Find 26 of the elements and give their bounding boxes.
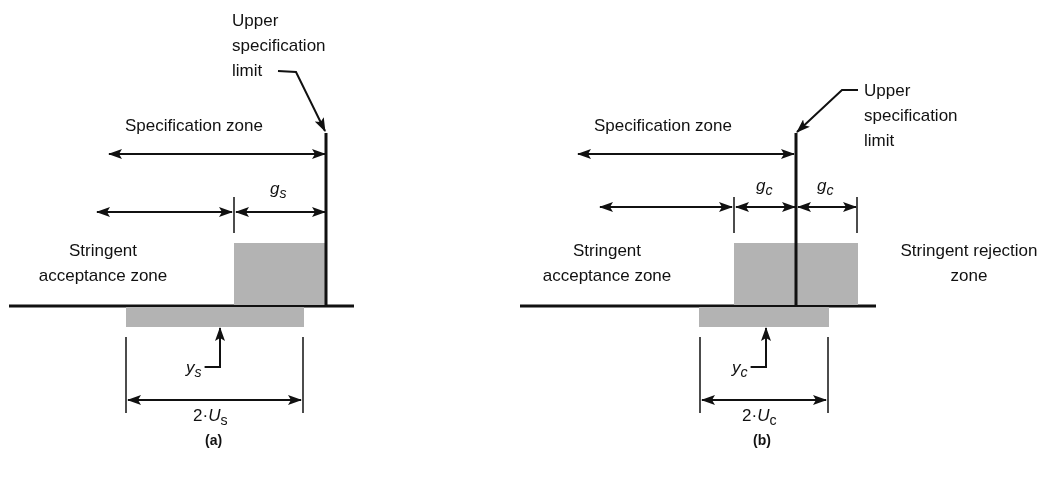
panel-label: (a) [205, 431, 223, 450]
callout-text: y$_{c}$ [732, 355, 748, 386]
dimension-label: g$_{s}$ [270, 178, 287, 204]
dimension-label: g$_{c}$ [817, 175, 834, 201]
leader-line [749, 327, 771, 368]
dimension-label: g$_{c}$ [756, 175, 773, 201]
callout-text: Upper specification limit [864, 78, 964, 153]
callout-text: Upper specification limit [232, 8, 332, 83]
specification-limit-line [324, 133, 328, 307]
panel-label: (b) [753, 431, 771, 450]
callout-text: y$_{s}$ [186, 355, 202, 386]
dimension-label: 2·U$_{c}$ [742, 405, 777, 431]
dimension-label: 2·U$_{s}$ [193, 405, 228, 431]
guard-band-block [234, 243, 325, 305]
zone-label: Specification zone [594, 115, 732, 137]
leader-line [277, 70, 326, 132]
uncertainty-interval-bar [126, 307, 304, 327]
zone-label: Stringent rejection zone [900, 240, 1038, 287]
uncertainty-interval-bar [699, 307, 829, 327]
zone-label: Specification zone [125, 115, 263, 137]
leader-line [203, 327, 225, 368]
zone-label: Stringent acceptance zone [37, 240, 169, 287]
specification-limit-line [794, 133, 798, 307]
leader-line [796, 89, 859, 133]
guard-band-block [734, 243, 858, 305]
zone-label: Stringent acceptance zone [541, 240, 673, 287]
